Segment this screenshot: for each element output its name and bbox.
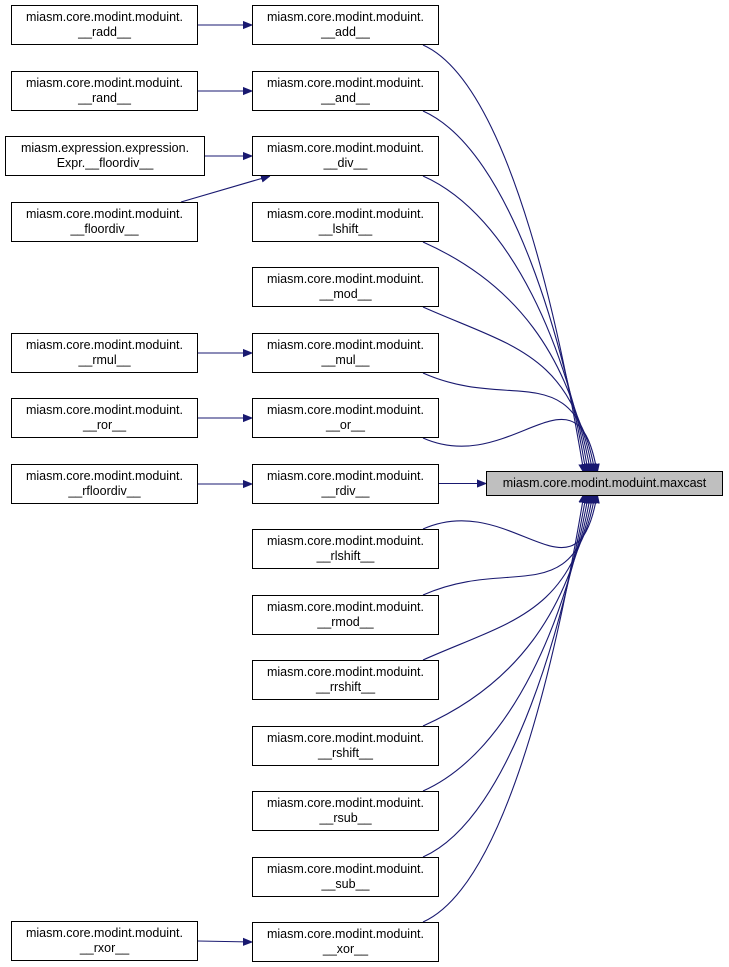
- node-rdiv[interactable]: miasm.core.modint.moduint.__rdiv__: [252, 464, 439, 504]
- node-label-line2: __ror__: [82, 418, 127, 432]
- node-rand[interactable]: miasm.core.modint.moduint.__rand__: [11, 71, 198, 111]
- node-label-line2: __or__: [326, 418, 365, 432]
- edge-rxor-to-xor: [197, 941, 252, 942]
- node-xor[interactable]: miasm.core.modint.moduint.__xor__: [252, 922, 439, 962]
- node-sub[interactable]: miasm.core.modint.moduint.__sub__: [252, 857, 439, 897]
- node-label-line2: __sub__: [321, 877, 370, 891]
- node-label-line2: __lshift__: [318, 222, 373, 236]
- node-label-line1: miasm.core.modint.moduint.: [266, 76, 424, 90]
- node-label-line1: miasm.core.modint.moduint.: [266, 731, 424, 745]
- node-and[interactable]: miasm.core.modint.moduint.__and__: [252, 71, 439, 111]
- node-lshift[interactable]: miasm.core.modint.moduint.__lshift__: [252, 202, 439, 242]
- node-label-line2: __rdiv__: [321, 484, 370, 498]
- node-label-line1: miasm.core.modint.moduint.: [25, 403, 183, 417]
- node-label-line1: miasm.core.modint.moduint.: [266, 141, 424, 155]
- edge-add-to-maxcast: [422, 44, 584, 473]
- node-add[interactable]: miasm.core.modint.moduint.__add__: [252, 5, 439, 45]
- node-label-line1: miasm.core.modint.moduint.: [25, 10, 183, 24]
- edge-or-to-maxcast: [422, 419, 597, 473]
- node-label-line2: __and__: [321, 91, 370, 105]
- edge-sub-to-maxcast: [422, 494, 586, 858]
- edge-rrshift-to-maxcast: [422, 494, 593, 661]
- node-label-line2: __xor__: [322, 942, 369, 956]
- node-label-line1: miasm.core.modint.moduint.: [266, 534, 424, 548]
- node-label-line2: __add__: [321, 25, 370, 39]
- node-or[interactable]: miasm.core.modint.moduint.__or__: [252, 398, 439, 438]
- node-label-line1: miasm.core.modint.moduint.: [266, 272, 424, 286]
- node-label-line2: __div__: [323, 156, 368, 170]
- edge-floordiv-to-div: [180, 176, 270, 203]
- node-rmul[interactable]: miasm.core.modint.moduint.__rmul__: [11, 333, 198, 373]
- node-radd[interactable]: miasm.core.modint.moduint.__radd__: [11, 5, 198, 45]
- node-label-line2: __rrshift__: [315, 680, 376, 694]
- node-rxor[interactable]: miasm.core.modint.moduint.__rxor__: [11, 921, 198, 961]
- node-label-line1: miasm.core.modint.moduint.: [266, 600, 424, 614]
- edge-rlshift-to-maxcast: [422, 494, 597, 548]
- node-label-line1: miasm.core.modint.moduint.: [266, 403, 424, 417]
- node-label-line1: miasm.core.modint.moduint.: [25, 469, 183, 483]
- edge-div-to-maxcast: [422, 175, 588, 473]
- edge-rmod-to-maxcast: [422, 494, 595, 596]
- node-label-line2: __rmod__: [317, 615, 374, 629]
- node-label-line2: __mul__: [321, 353, 370, 367]
- node-label-line2: __rshift__: [318, 746, 373, 760]
- node-mod[interactable]: miasm.core.modint.moduint.__mod__: [252, 267, 439, 307]
- node-label-line2: __radd__: [78, 25, 131, 39]
- node-rshift[interactable]: miasm.core.modint.moduint.__rshift__: [252, 726, 439, 766]
- node-label-line1: miasm.core.modint.moduint.: [266, 469, 424, 483]
- node-label-line1: miasm.core.modint.moduint.: [266, 665, 424, 679]
- node-label-line1: miasm.core.modint.moduint.: [25, 926, 183, 940]
- edge-and-to-maxcast: [422, 110, 586, 473]
- node-rmod[interactable]: miasm.core.modint.moduint.__rmod__: [252, 595, 439, 635]
- node-div[interactable]: miasm.core.modint.moduint.__div__: [252, 136, 439, 176]
- node-label-line2: __mod__: [319, 287, 372, 301]
- edge-xor-to-maxcast: [422, 494, 584, 923]
- node-label-line1: miasm.core.modint.moduint.: [266, 927, 424, 941]
- node-label-line1: miasm.core.modint.moduint.: [266, 338, 424, 352]
- node-label-line2: __rsub__: [319, 811, 372, 825]
- node-ror[interactable]: miasm.core.modint.moduint.__ror__: [11, 398, 198, 438]
- node-maxcast-target[interactable]: miasm.core.modint.moduint.maxcast: [486, 471, 723, 496]
- node-label-line2: __rand__: [78, 91, 131, 105]
- edge-rshift-to-maxcast: [422, 494, 591, 727]
- node-label-line1: miasm.core.modint.moduint.: [266, 207, 424, 221]
- node-rfloordiv[interactable]: miasm.core.modint.moduint.__rfloordiv__: [11, 464, 198, 504]
- node-label-line1: miasm.core.modint.moduint.: [266, 862, 424, 876]
- node-label-line2: Expr.__floordiv__: [56, 156, 154, 170]
- node-label-line1: miasm.core.modint.moduint.: [25, 207, 183, 221]
- node-label-line2: __rfloordiv__: [68, 484, 141, 498]
- edge-rsub-to-maxcast: [422, 494, 588, 792]
- node-label-line1: miasm.expression.expression.: [20, 141, 190, 155]
- node-label-line2: __rmul__: [78, 353, 131, 367]
- node-label-line1: miasm.core.modint.moduint.: [266, 796, 424, 810]
- node-label-line1: miasm.core.modint.moduint.: [25, 76, 183, 90]
- node-rrshift[interactable]: miasm.core.modint.moduint.__rrshift__: [252, 660, 439, 700]
- node-rlshift[interactable]: miasm.core.modint.moduint.__rlshift__: [252, 529, 439, 569]
- node-label-line2: __rlshift__: [316, 549, 375, 563]
- node-mul[interactable]: miasm.core.modint.moduint.__mul__: [252, 333, 439, 373]
- node-label-line2: __floordiv__: [70, 222, 139, 236]
- edge-mod-to-maxcast: [422, 306, 593, 473]
- node-label-line1: miasm.core.modint.moduint.: [266, 10, 424, 24]
- edge-lshift-to-maxcast: [422, 241, 591, 473]
- node-label-line2: __rxor__: [79, 941, 130, 955]
- node-rsub[interactable]: miasm.core.modint.moduint.__rsub__: [252, 791, 439, 831]
- node-label-line1: miasm.core.modint.moduint.: [25, 338, 183, 352]
- node-expr-floordiv[interactable]: miasm.expression.expression.Expr.__floor…: [5, 136, 205, 176]
- node-floordiv[interactable]: miasm.core.modint.moduint.__floordiv__: [11, 202, 198, 242]
- target-label: miasm.core.modint.moduint.maxcast: [502, 476, 707, 490]
